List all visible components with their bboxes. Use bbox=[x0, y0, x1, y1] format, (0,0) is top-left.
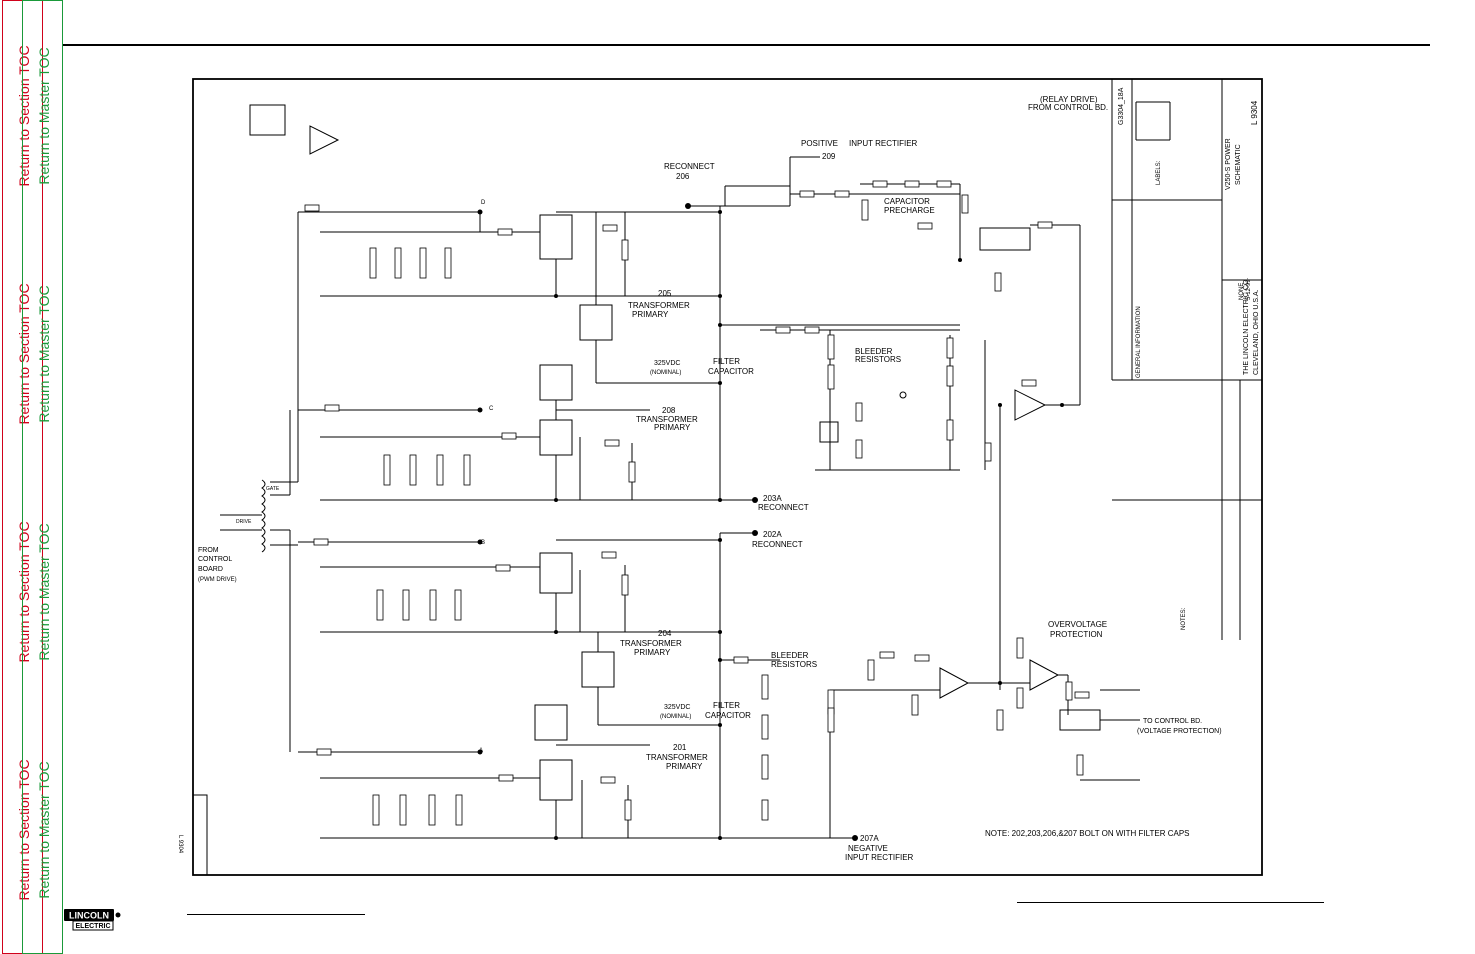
bleeder-lower-label: BLEEDER bbox=[771, 651, 809, 660]
from-label: FROM bbox=[198, 547, 219, 554]
transformer-primary-204-label-1: TRANSFORMER bbox=[620, 639, 682, 648]
reconnect-202a-label: RECONNECT bbox=[752, 540, 803, 549]
reconnect-206-label: RECONNECT bbox=[664, 162, 715, 171]
node-206-label: 206 bbox=[676, 172, 690, 181]
capacitor-upper-label: CAPACITOR bbox=[708, 367, 754, 376]
to-control-bd-label: TO CONTROL BD. bbox=[1143, 718, 1202, 725]
filter-lower-label: FILTER bbox=[713, 701, 740, 710]
from-control-bd-label: FROM CONTROL BD. bbox=[1028, 103, 1108, 112]
capacitor-precharge-label-2: PRECHARGE bbox=[884, 206, 935, 215]
svg-text:LINCOLN: LINCOLN bbox=[69, 911, 109, 921]
negative-label: NEGATIVE bbox=[848, 844, 888, 853]
node-a-label: A bbox=[479, 748, 483, 754]
company-name: THE LINCOLN ELECTRIC CO. bbox=[1243, 278, 1250, 375]
filter-upper-label: FILTER bbox=[713, 357, 740, 366]
vdc-lower-label: 325VDC bbox=[664, 704, 690, 711]
resistors-lower-label: RESISTORS bbox=[771, 660, 817, 669]
node-201-label: 201 bbox=[673, 743, 687, 752]
sheet-number: L 9304 bbox=[1250, 100, 1259, 125]
node-208-label: 208 bbox=[662, 406, 676, 415]
drawing-border bbox=[192, 78, 1263, 876]
gate-label: GATE bbox=[266, 486, 280, 492]
date-value: 5-12-99 bbox=[1246, 279, 1252, 300]
transformer-primary-205-label-2: PRIMARY bbox=[632, 310, 669, 319]
lincoln-electric-logo-graphic: LINCOLN ELECTRIC bbox=[64, 909, 121, 931]
transformer-primary-204-label-2: PRIMARY bbox=[634, 648, 671, 657]
capacitor-precharge-label-1: CAPACITOR bbox=[884, 197, 930, 206]
node-209-label: 209 bbox=[822, 152, 836, 161]
input-rectifier-label: INPUT RECTIFIER bbox=[849, 139, 918, 148]
node-204-label: 204 bbox=[658, 629, 672, 638]
drawing-number-box bbox=[192, 794, 208, 876]
transformer-primary-205-label-1: TRANSFORMER bbox=[628, 301, 690, 310]
drawing-id: G3304_18A bbox=[1118, 87, 1125, 125]
company-city: CLEVELAND, OHIO U.S.A. bbox=[1253, 289, 1260, 375]
voltage-protection-label: (VOLTAGE PROTECTION) bbox=[1137, 728, 1222, 735]
resistors-upper-label: RESISTORS bbox=[855, 355, 901, 364]
notes-title: NOTES: bbox=[1181, 607, 1187, 630]
general-info-title: GENERAL INFORMATION bbox=[1136, 306, 1142, 378]
nominal-upper-label: (NOMINAL) bbox=[650, 370, 681, 376]
node-207a-label: 207A bbox=[860, 834, 879, 843]
subject-name: SCHEMATIC bbox=[1235, 144, 1242, 185]
drawing-number: L 9304 bbox=[177, 835, 183, 854]
input-rectifier-negative-label: INPUT RECTIFIER bbox=[845, 853, 914, 862]
relay-drive-label: (RELAY DRIVE) bbox=[1040, 95, 1098, 104]
transformer-primary-201-label-1: TRANSFORMER bbox=[646, 753, 708, 762]
lincoln-electric-logo[interactable]: LINCOLN ELECTRIC bbox=[63, 908, 123, 932]
transformer-primary-208-label-1: TRANSFORMER bbox=[636, 415, 698, 424]
scale-value: NONE bbox=[1239, 283, 1245, 300]
node-205-label: 205 bbox=[658, 289, 672, 298]
reconnect-203a-label: RECONNECT bbox=[758, 503, 809, 512]
drive-label: DRIVE bbox=[236, 519, 252, 525]
vdc-upper-label: 325VDC bbox=[654, 360, 680, 367]
capacitor-lower-label: CAPACITOR bbox=[705, 711, 751, 720]
transformer-primary-208-label-2: PRIMARY bbox=[654, 423, 691, 432]
nominal-lower-label: (NOMINAL) bbox=[660, 714, 691, 720]
footer-rule-right bbox=[1017, 902, 1324, 903]
protection-label: PROTECTION bbox=[1050, 630, 1103, 639]
control-label: CONTROL bbox=[198, 556, 232, 563]
transformer-primary-201-label-2: PRIMARY bbox=[666, 762, 703, 771]
positive-label: POSITIVE bbox=[801, 139, 838, 148]
svg-text:ELECTRIC: ELECTRIC bbox=[76, 923, 111, 930]
equipment-name: V250-S POWER bbox=[1225, 138, 1232, 190]
node-203a-label: 203A bbox=[763, 494, 782, 503]
node-d-label: D bbox=[481, 200, 486, 206]
node-b-label: B bbox=[481, 540, 485, 546]
overvoltage-label: OVERVOLTAGE bbox=[1048, 620, 1107, 629]
bolt-on-note: NOTE: 202,203,206,&207 BOLT ON WITH FILT… bbox=[985, 829, 1190, 838]
board-label: BOARD bbox=[198, 566, 223, 573]
bleeder-upper-label: BLEEDER bbox=[855, 347, 893, 356]
node-c-label: C bbox=[489, 406, 494, 412]
pwm-drive-label: (PWM DRIVE) bbox=[198, 577, 237, 583]
footer-rule-left bbox=[187, 914, 365, 915]
labels-title: LABELS: bbox=[1156, 160, 1162, 185]
node-202a-label: 202A bbox=[763, 530, 782, 539]
header-rule bbox=[63, 44, 1430, 46]
